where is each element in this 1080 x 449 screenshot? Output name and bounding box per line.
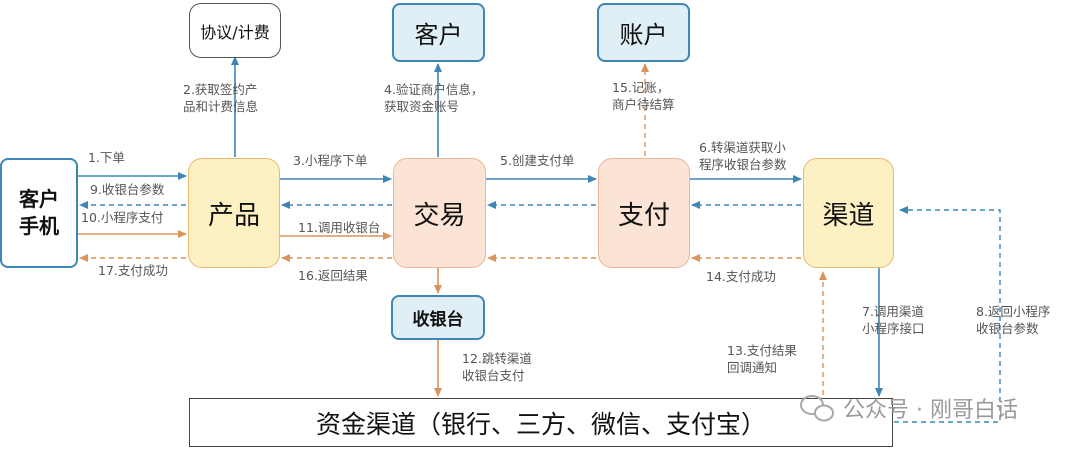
- node-customer-label: 客户: [414, 21, 463, 49]
- label-15: 15.记账， 商户待结算: [612, 80, 675, 112]
- label-9: 9.收银台参数: [90, 182, 165, 197]
- label-13: 13.支付结果 回调通知: [727, 343, 797, 375]
- label-11: 11.调用收银台: [298, 220, 381, 235]
- label-16: 16.返回结果: [298, 268, 368, 283]
- label-17: 17.支付成功: [98, 263, 168, 278]
- node-agreement: 协议/计费: [189, 3, 281, 58]
- label-3: 3.小程序下单: [293, 153, 368, 168]
- node-account-label: 账户: [619, 21, 668, 49]
- node-fund-channel-label: 资金渠道（银行、三方、微信、支付宝）: [315, 409, 766, 439]
- node-customer: 客户: [392, 3, 485, 62]
- node-trade-label: 交易: [413, 200, 466, 231]
- label-10: 10.小程序支付: [81, 210, 164, 225]
- node-cashier-label: 收银台: [412, 310, 464, 330]
- node-product: 产品: [188, 158, 280, 268]
- label-5: 5.创建支付单: [500, 153, 575, 168]
- node-account: 账户: [597, 3, 690, 62]
- label-8: 8.返回小程序 收银台参数: [976, 304, 1051, 336]
- watermark-text: 公众号 · 刚哥白话: [843, 398, 1018, 423]
- label-7: 7.调用渠道 小程序接口: [862, 304, 925, 336]
- node-trade: 交易: [393, 158, 486, 268]
- node-product-label: 产品: [207, 200, 260, 231]
- node-cashier: 收银台: [391, 295, 485, 340]
- node-pay-label: 支付: [617, 200, 670, 231]
- label-2: 2.获取签约产 品和计费信息: [183, 82, 259, 114]
- label-1: 1.下单: [88, 150, 125, 165]
- label-14: 14.支付成功: [706, 269, 776, 284]
- node-agreement-label: 协议/计费: [200, 22, 270, 42]
- node-customer-phone: 客户 手机: [0, 158, 78, 268]
- arrow-8-return-params: [894, 206, 1001, 423]
- label-4: 4.验证商户信息， 获取资金账号: [384, 82, 484, 114]
- node-customer-phone-label: 客户 手机: [19, 187, 59, 238]
- node-pay: 支付: [598, 158, 690, 268]
- node-channel: 渠道: [803, 158, 894, 268]
- label-6: 6.转渠道获取小 程序收银台参数: [699, 140, 787, 172]
- node-fund-channel: 资金渠道（银行、三方、微信、支付宝）: [189, 398, 893, 447]
- label-12: 12.跳转渠道 收银台支付: [462, 351, 532, 383]
- node-channel-label: 渠道: [822, 200, 875, 231]
